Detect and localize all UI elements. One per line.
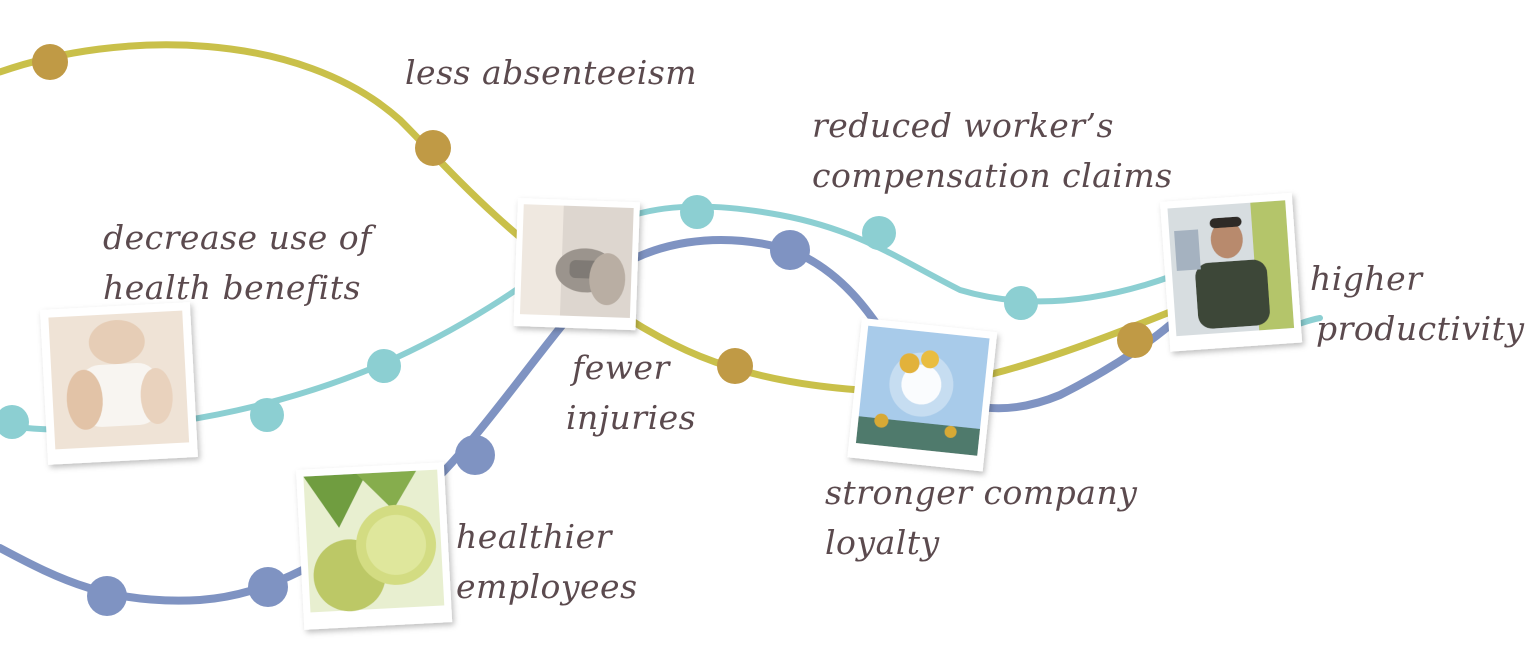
healthier-line-2: employees (456, 567, 638, 606)
less-absenteeism-label: less absenteeism (405, 48, 697, 98)
gold-dot (717, 348, 753, 384)
healthier-line-1: healthier (456, 517, 612, 556)
compensation-line-2: compensation claims (812, 156, 1173, 195)
sunflowers-photo (847, 318, 998, 472)
stretching-photo (40, 302, 198, 465)
dumbbell-photo (513, 197, 640, 331)
blue-dot (87, 576, 127, 616)
compensation-claims-label: reduced worker’s compensation claims (812, 101, 1173, 201)
health-benefits-label: decrease use of health benefits (103, 213, 372, 313)
compensation-line-1: reduced worker’s (812, 106, 1114, 145)
gold-dot (1117, 322, 1153, 358)
fewer-injuries-label: fewer injuries (566, 343, 696, 443)
teal-dot (367, 349, 401, 383)
productivity-line-2: productivity (1316, 309, 1525, 348)
loyalty-line-2: loyalty (825, 523, 940, 562)
less-absenteeism-text: less absenteeism (405, 53, 698, 92)
higher-productivity-label: higher productivity (1310, 254, 1525, 354)
healthier-employees-label: healthier employees (456, 512, 638, 612)
teal-dot (250, 398, 284, 432)
worker-photo (1160, 192, 1303, 352)
teal-dot (862, 216, 896, 250)
gold-dot (415, 130, 451, 166)
gold-dot (32, 44, 68, 80)
fruit-photo (296, 462, 453, 630)
teal-dot (680, 195, 714, 229)
health-benefits-line-2: health benefits (103, 268, 361, 307)
company-loyalty-label: stronger company loyalty (825, 468, 1137, 568)
productivity-line-1: higher (1310, 259, 1423, 298)
blue-dot (248, 567, 288, 607)
injuries-line-2: injuries (566, 398, 697, 437)
teal-dot (1004, 286, 1038, 320)
blue-dot (455, 435, 495, 475)
injuries-line-1: fewer (572, 348, 670, 387)
blue-dot (770, 230, 810, 270)
loyalty-line-1: stronger company (825, 473, 1138, 512)
health-benefits-line-1: decrease use of (103, 218, 372, 257)
teal-dot (0, 405, 29, 439)
